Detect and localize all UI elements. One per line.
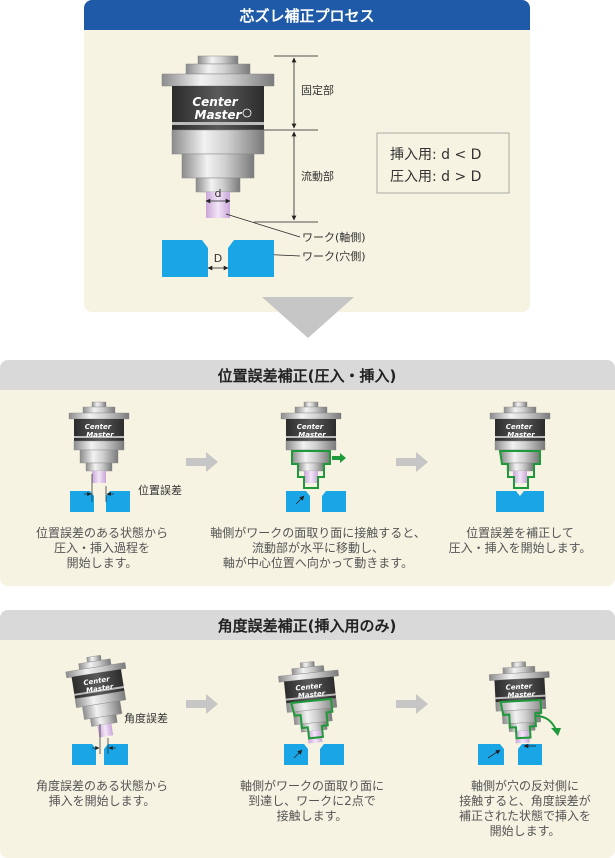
- work-blocks-1: [70, 491, 130, 512]
- caption-line: 接触すると、角度誤差が: [459, 793, 591, 808]
- top-panel: 芯ズレ補正プロセス Center Master d 固定部: [84, 0, 530, 312]
- caption-line: 圧入・挿入過程を: [54, 540, 150, 555]
- float-outline-3: [498, 450, 541, 489]
- work-blocks-3: [496, 491, 544, 512]
- work-blocks-a1: [72, 744, 128, 765]
- step-arrow: [186, 452, 218, 472]
- float-outline-2: [291, 450, 331, 489]
- top-title: 芯ズレ補正プロセス: [239, 7, 374, 25]
- angle-title: 角度誤差補正(挿入用のみ): [218, 617, 397, 635]
- caption-line: 流動部が水平に移動し、: [252, 540, 384, 555]
- step-arrow: [186, 694, 218, 714]
- caption-line: 位置誤差を補正して: [466, 525, 574, 540]
- work-blocks-a2: [284, 744, 344, 765]
- work-hole-blocks: [162, 240, 274, 277]
- down-arrow: [262, 297, 354, 338]
- label-angle-error: 角度誤差: [124, 711, 168, 725]
- angle-captions: 角度誤差のある状態から 挿入を開始します。 軸側がワークの面取り面に 到達し、ワ…: [36, 778, 591, 838]
- caption-line: 接触します。: [277, 808, 348, 823]
- label-fixed-part: 固定部: [301, 83, 334, 97]
- caption-line: 補正された状態で挿入を: [459, 808, 591, 823]
- label-d: d: [215, 187, 222, 200]
- caption-line: 開始します。: [490, 824, 561, 838]
- caption-line: 軸側が穴の反対側に: [471, 778, 579, 793]
- position-panel: 位置誤差補正(圧入・挿入) 位置誤差 位置誤差のある状態から 圧入・挿入過程を …: [0, 360, 615, 586]
- angle-panel: 角度誤差補正(挿入用のみ) 角度誤差: [0, 610, 615, 858]
- label-work-hole: ワーク(穴側): [302, 249, 366, 263]
- formula-insert: 挿入用: d < D: [390, 147, 481, 163]
- dimension-lines: [254, 55, 318, 223]
- center-master-device: Center Master: [161, 55, 275, 218]
- logo-center: Center: [192, 95, 238, 109]
- step-arrow: [396, 694, 428, 714]
- formula-press: 圧入用: d > D: [390, 169, 481, 185]
- caption-line: 到達し、ワークに2点で: [248, 794, 376, 808]
- label-position-error: 位置誤差: [138, 483, 182, 497]
- label-floating-part: 流動部: [301, 169, 334, 183]
- caption-line: 軸側がワークの面取り面に接触すると、: [210, 525, 426, 540]
- rotate-arrow: [535, 715, 557, 731]
- step-arrow: [396, 452, 428, 472]
- caption-line: 角度誤差のある状態から: [36, 778, 168, 793]
- caption-line: 開始します。: [67, 556, 138, 570]
- caption-line: 軸側がワークの面取り面に: [240, 778, 384, 793]
- logo-master: Master: [195, 108, 243, 122]
- label-D: D: [214, 252, 222, 265]
- caption-line: 圧入・挿入を開始します。: [449, 541, 592, 555]
- label-work-shaft: ワーク(軸側): [302, 230, 366, 244]
- caption-line: 位置誤差のある状態から: [36, 525, 168, 540]
- work-blocks-a3: [478, 744, 542, 765]
- caption-line: 軸が中心位置へ向かって動きます。: [223, 555, 413, 570]
- caption-line: 挿入を開始します。: [49, 794, 156, 808]
- formula-box: 挿入用: d < D 圧入用: d > D: [376, 132, 510, 194]
- move-arrow: [332, 453, 346, 463]
- position-title: 位置誤差補正(圧入・挿入): [218, 367, 397, 385]
- position-captions: 位置誤差のある状態から 圧入・挿入過程を 開始します。 軸側がワークの面取り面に…: [36, 525, 591, 570]
